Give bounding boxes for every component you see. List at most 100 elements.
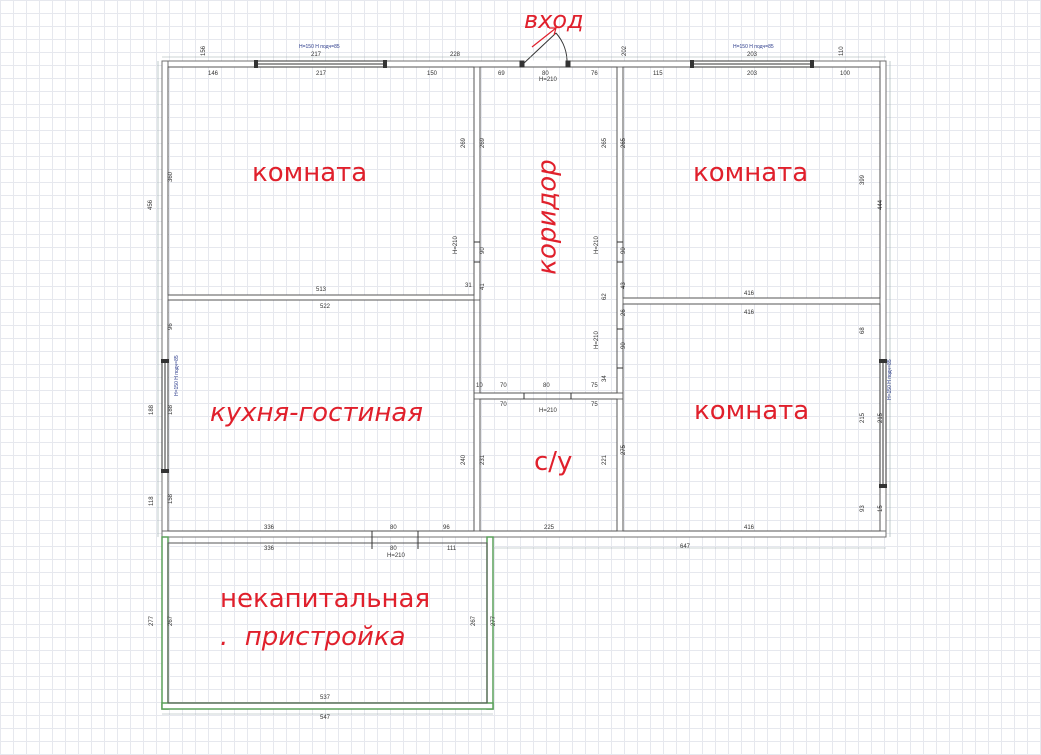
dim-kitchen-left-96: 96 (168, 323, 174, 330)
wall-corridor-left-2 (473, 261, 481, 301)
dim-wc-top-10: 10 (476, 383, 483, 389)
dim-tr-left-265: 265 (621, 137, 627, 148)
walls (161, 60, 887, 538)
dim-tr-top-outer: 203 (747, 52, 758, 58)
dim-wc-right-221: 221 (602, 454, 608, 465)
dim-br-door-90: 90 (621, 342, 627, 349)
dim-corr-door1-h: Н=210 (453, 235, 459, 254)
dim-outer-left-456: 456 (148, 199, 154, 210)
dim-annex-door-h: Н=210 (387, 553, 406, 559)
window-tag-top-left: Н=150 Н подч=85 (299, 44, 340, 50)
dim-wc-in-70: 70 (500, 402, 507, 408)
dim-outer-right-15: 15 (878, 505, 884, 512)
dim-top-outer-right2: 110 (839, 46, 845, 56)
dim-tr-top-115: 115 (653, 71, 663, 77)
dim-corr-41: 41 (480, 283, 486, 290)
dim-kitchen-bottom-96: 96 (443, 525, 450, 531)
dim-br-right-215: 215 (860, 412, 866, 423)
dim-kitchen-bottom-80: 80 (390, 525, 397, 531)
dim-corr-door1-90: 90 (480, 247, 486, 254)
wall-outer-bottom (161, 530, 887, 538)
dim-annex-right-277: 277 (491, 615, 497, 626)
dim-wc-bottom-225: 225 (544, 525, 555, 531)
window-markers (161, 60, 887, 488)
window-tag-left: Н=150 Н подч=85 (174, 355, 180, 396)
annex-inner (167, 542, 488, 704)
doors (371, 32, 623, 549)
dim-br-right-93: 93 (860, 505, 866, 512)
dim-br-door-h: Н=210 (594, 330, 600, 349)
dim-kitchen-bottom-336: 336 (264, 525, 275, 531)
label-bathroom: с/у (534, 447, 573, 477)
door-entry-height: Н=210 (539, 77, 558, 83)
dim-wc-left-231: 231 (480, 454, 486, 465)
dim-tl-right-269: 269 (461, 137, 467, 148)
dim-annex-left-in-267: 267 (168, 615, 174, 626)
label-annex-line1: некапитальная (220, 584, 431, 614)
wall-corridor-left-1 (473, 66, 481, 243)
label-entrance: вход (524, 6, 584, 34)
dim-tl-in-3: 150 (427, 71, 438, 77)
dim-kitchen-top-522: 522 (320, 304, 331, 310)
dim-corr-top-80: 80 (542, 71, 549, 77)
dim-wc-top-80: 80 (543, 383, 550, 389)
dim-tr-top-100: 100 (840, 71, 851, 77)
dim-corr-right-265: 265 (602, 137, 608, 148)
dim-tl-bottom-513: 513 (316, 287, 327, 293)
label-annex-line2: . пристройка (220, 622, 406, 652)
dim-tl-left-360: 360 (168, 171, 174, 182)
dim-tr-right-399: 399 (860, 174, 866, 185)
dim-corr-top-69: 69 (498, 71, 505, 77)
dim-wc-top-70: 70 (500, 383, 507, 389)
dim-br-right-68: 68 (860, 327, 866, 334)
label-kitchen-living: кухня-гостиная (210, 398, 423, 428)
dim-wc-door-h: Н=210 (539, 408, 558, 414)
dim-corr-left-269: 269 (480, 137, 486, 148)
dim-br-left-275: 275 (621, 444, 627, 455)
wall-corridor-right-2 (616, 261, 624, 330)
dim-corr-26: 26 (621, 309, 627, 316)
dim-annex-top-111: 111 (447, 546, 457, 552)
dim-win-right-215: 215 (878, 412, 884, 423)
label-room-bottom-right: комната (694, 396, 810, 426)
dim-outer-left-188: 188 (149, 404, 155, 415)
dim-annex-top-80: 80 (390, 546, 397, 552)
dimension-lines (157, 56, 891, 715)
dim-tr-bottom-416: 416 (744, 291, 755, 297)
dim-annex-right-in-267: 267 (471, 615, 477, 626)
dim-wc-in-75: 75 (591, 402, 598, 408)
dim-br-bottom-416: 416 (744, 525, 755, 531)
dim-corr-door2-90: 90 (621, 247, 627, 254)
dim-annex-top-336: 336 (264, 546, 275, 552)
label-room-top-right: комната (693, 158, 809, 188)
entrance-arrow (531, 27, 557, 48)
dim-corr-door2-h: Н=210 (594, 235, 600, 254)
dim-top-outer-right1: 202 (622, 45, 628, 56)
dim-corr-top-76: 76 (591, 71, 598, 77)
wall-entrance-notch (519, 60, 571, 68)
dim-wc-top-75: 75 (591, 383, 598, 389)
dim-corr-62: 62 (602, 293, 608, 300)
windows (161, 60, 887, 487)
dim-kitchen-left-158: 158 (168, 493, 174, 504)
wall-corridor-right-1 (616, 66, 624, 243)
wall-tl-bottom (167, 294, 480, 301)
dim-tl-bottom-31: 31 (465, 283, 472, 289)
dim-kitchen-left-188: 188 (168, 404, 174, 415)
dim-top-outer-left: 156 (201, 45, 207, 56)
dim-tl-in-2: 217 (316, 71, 327, 77)
dim-annex-outer-547: 547 (320, 715, 331, 721)
dimension-labels: 156 228 202 110 217 203 Н=150 Н подч=85 … (148, 44, 893, 721)
window-tag-top-right: Н=150 Н подч=85 (733, 44, 774, 50)
dim-annex-left-277: 277 (149, 615, 155, 626)
label-corridor: коридор (532, 159, 563, 275)
dim-outer-right-444: 444 (878, 199, 884, 210)
window-tag-right: Н=150 Н подч=85 (887, 359, 893, 400)
wall-right-separator (622, 297, 881, 305)
dim-br-top-416: 416 (744, 310, 755, 316)
dim-tr-43: 43 (621, 282, 627, 289)
dim-tr-top-203: 203 (747, 71, 758, 77)
dim-tl-top-217: 217 (311, 52, 322, 58)
dim-kitchen-right-240: 240 (461, 454, 467, 465)
